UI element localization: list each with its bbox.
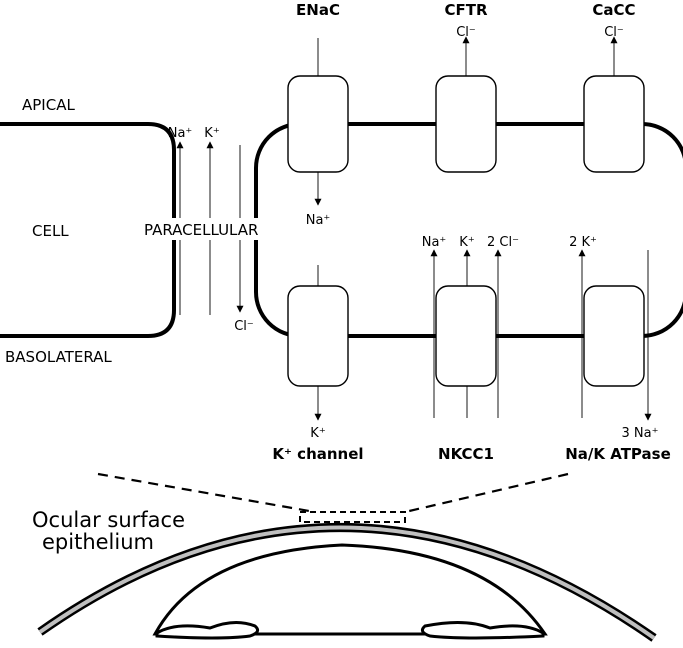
nkcc1-cl-label: 2 Cl⁻	[487, 235, 519, 250]
cacc-channel	[583, 75, 645, 173]
apical-label: APICAL	[22, 96, 75, 114]
na-k-atpase-title: Na/K ATPase	[565, 445, 671, 463]
cftr-title: CFTR	[444, 1, 487, 19]
nkcc1-k-label: K⁺	[459, 235, 474, 250]
cell-label: CELL	[32, 222, 69, 240]
nkcc1-title: NKCC1	[438, 445, 494, 463]
cftr-channel	[435, 75, 497, 173]
paracellular-cl-label: Cl⁻	[234, 319, 254, 334]
na-k-atpase-transporter	[583, 285, 645, 387]
nkcc1-transporter	[435, 285, 497, 387]
cacc-title: CaCC	[592, 1, 635, 19]
paracellular-label: PARACELLULAR	[144, 221, 258, 239]
tissue-label-line1: Ocular surface	[32, 508, 185, 532]
ocular-surface-inner	[38, 525, 656, 640]
zoom-line-left	[97, 472, 316, 514]
k-channel	[287, 285, 349, 387]
cftr-ion-label: Cl⁻	[456, 25, 476, 40]
zoom-region-box	[299, 511, 406, 523]
atpase-na-label: 3 Na⁺	[622, 426, 659, 441]
eye-lens	[152, 543, 548, 636]
cacc-ion-label: Cl⁻	[604, 25, 624, 40]
iris-right	[420, 620, 545, 640]
tissue-label-line2: epithelium	[42, 530, 154, 554]
nkcc1-na-label: Na⁺	[422, 235, 447, 250]
paracellular-na-label: Na⁺	[168, 126, 193, 141]
basolateral-label: BASOLATERAL	[5, 348, 112, 366]
enac-ion-label: Na⁺	[306, 213, 331, 228]
iris-left	[155, 621, 260, 640]
enac-channel	[287, 75, 349, 173]
paracellular-k-label: K⁺	[204, 126, 219, 141]
k-channel-ion-label: K⁺	[310, 426, 325, 441]
atpase-k-label: 2 K⁺	[569, 235, 597, 250]
enac-title: ENaC	[296, 1, 340, 19]
k-channel-title: K⁺ channel	[272, 445, 363, 463]
zoom-line-right	[404, 472, 569, 514]
